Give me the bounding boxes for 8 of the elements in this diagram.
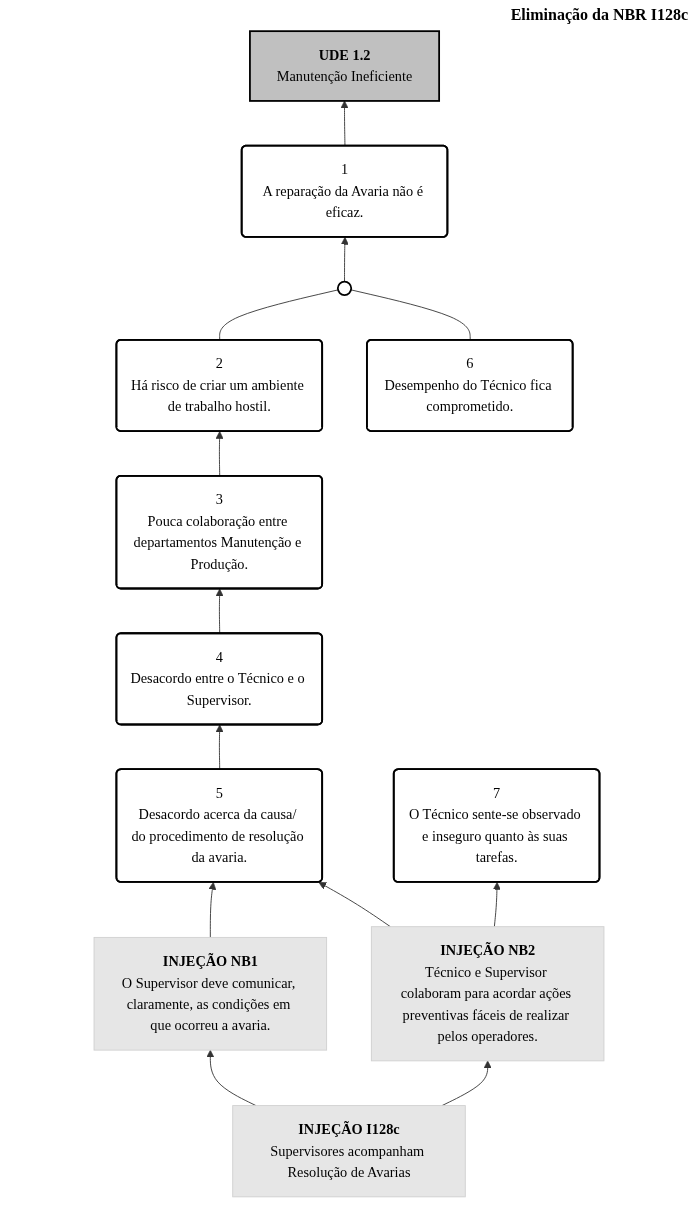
connector	[350, 289, 471, 341]
node-box: INJEÇÃO I128c Supervisores acompanham Resolução de Avarias	[232, 1105, 466, 1198]
node-box: UDE 1.2 Manutenção Ineficiente	[249, 30, 441, 102]
node-ellipse	[336, 280, 353, 296]
node-box: INJEÇÃO NB2 Técnico e Supervisor colaboram para acordar ações preventivas fáceis de realizar pelos operadores.	[370, 926, 605, 1062]
node-box: INJEÇÃO NB1 O Supervisor deve comunicar, claramente, as condições em que ocorreu a avaria.	[93, 936, 328, 1051]
diagram-title: Eliminação da NBR I128c	[509, 5, 689, 24]
connector	[219, 289, 339, 341]
